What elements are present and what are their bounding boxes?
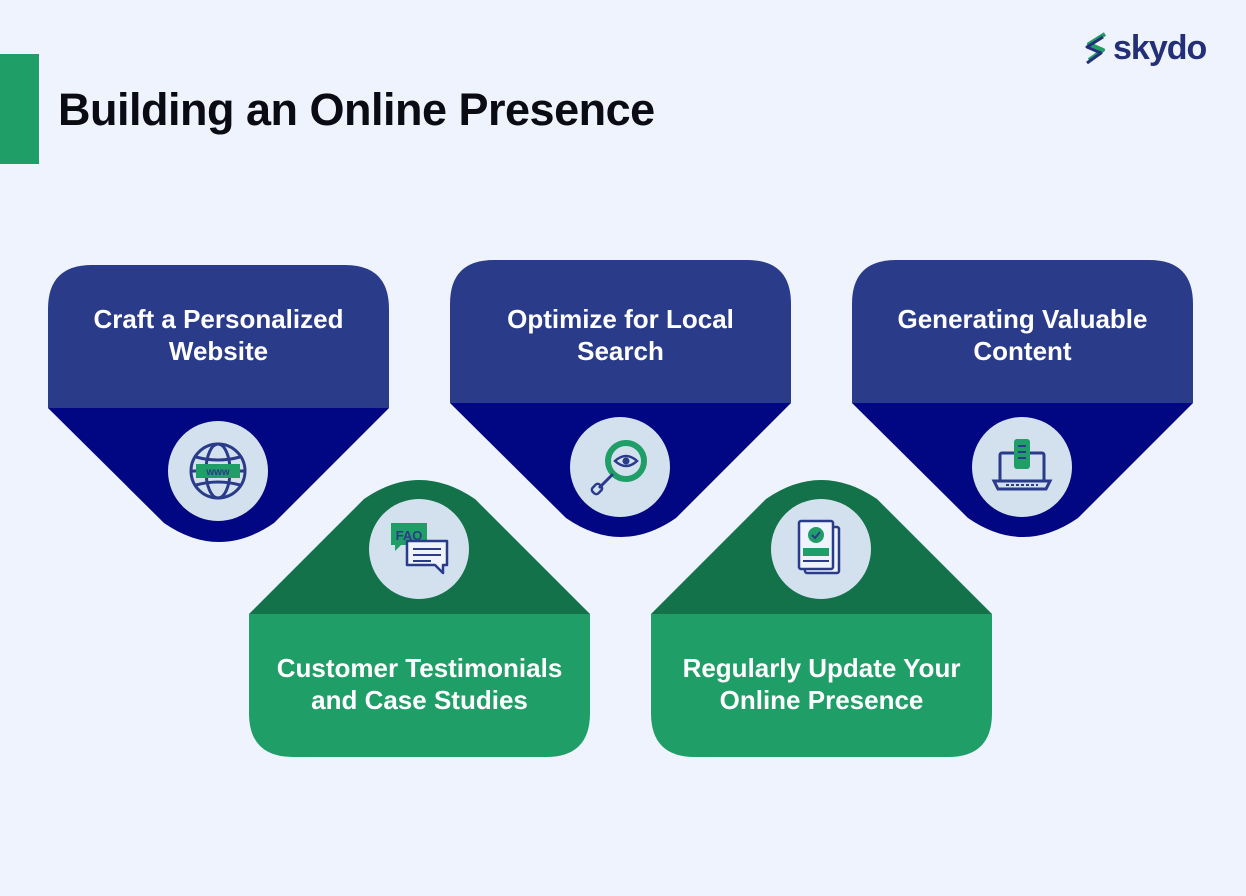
faq-chat-icon: FAQ xyxy=(391,523,449,575)
checked-document-icon xyxy=(797,519,841,575)
svg-text:www: www xyxy=(205,467,230,478)
step-label: Generating Valuable Content xyxy=(897,304,1148,366)
icon-badge: www xyxy=(168,421,268,521)
page-title: Building an Online Presence xyxy=(58,84,655,135)
step-card-website: Craft a Personalized Website www xyxy=(48,265,389,545)
step-card-content: Generating Valuable Content xyxy=(852,260,1193,540)
svg-text:FAQ: FAQ xyxy=(396,528,423,543)
icon-badge: FAQ xyxy=(369,499,469,599)
laptop-document-icon xyxy=(991,439,1053,491)
title-accent-bar xyxy=(0,54,39,164)
icon-badge xyxy=(771,499,871,599)
step-label: Craft a Personalized Website xyxy=(93,304,344,366)
globe-www-icon: www xyxy=(189,442,247,500)
logo-text: skydo xyxy=(1113,29,1207,67)
step-label: Customer Testimonials and Case Studies xyxy=(276,653,563,715)
step-card-update: Regularly Update Your Online Presence xyxy=(651,477,992,757)
step-label: Regularly Update Your Online Presence xyxy=(682,653,961,715)
magnifier-eye-icon xyxy=(590,440,647,496)
icon-badge xyxy=(972,417,1072,517)
icon-badge xyxy=(570,417,670,517)
step-card-local-search: Optimize for Local Search xyxy=(450,260,791,540)
step-card-testimonials: FAQ Customer Testimonials and Case Studi… xyxy=(249,477,590,757)
logo: skydo xyxy=(1083,28,1213,68)
skydo-s-mark-icon xyxy=(1085,32,1107,65)
step-label: Optimize for Local Search xyxy=(507,304,734,366)
